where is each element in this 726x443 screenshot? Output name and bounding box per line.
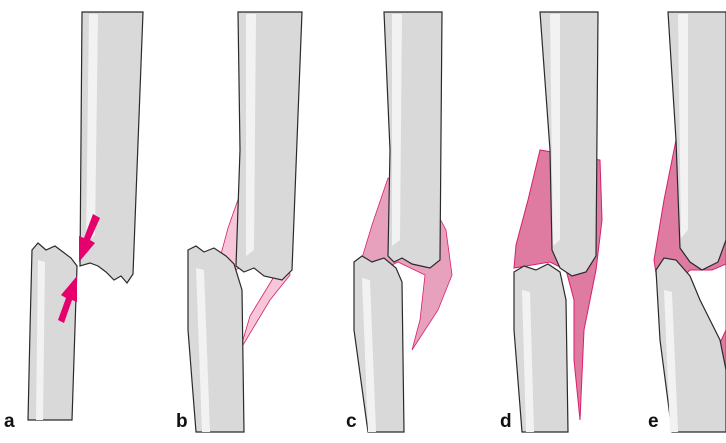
upper-bone-fragment	[236, 12, 302, 280]
panel-label-e: e	[648, 412, 659, 431]
lower-bone-fragment	[28, 243, 77, 420]
panel-label-a: a	[4, 412, 15, 431]
panel-d	[514, 12, 602, 432]
panel-label-c: c	[346, 412, 357, 431]
lower-bone-fragment	[514, 264, 568, 432]
panel-label-b: b	[176, 412, 188, 431]
lower-bone-fragment	[354, 256, 404, 432]
panel-a	[28, 12, 143, 420]
panel-c	[354, 12, 452, 432]
panel-e	[654, 12, 726, 432]
panel-label-d: d	[500, 412, 512, 431]
panel-b	[188, 12, 302, 432]
